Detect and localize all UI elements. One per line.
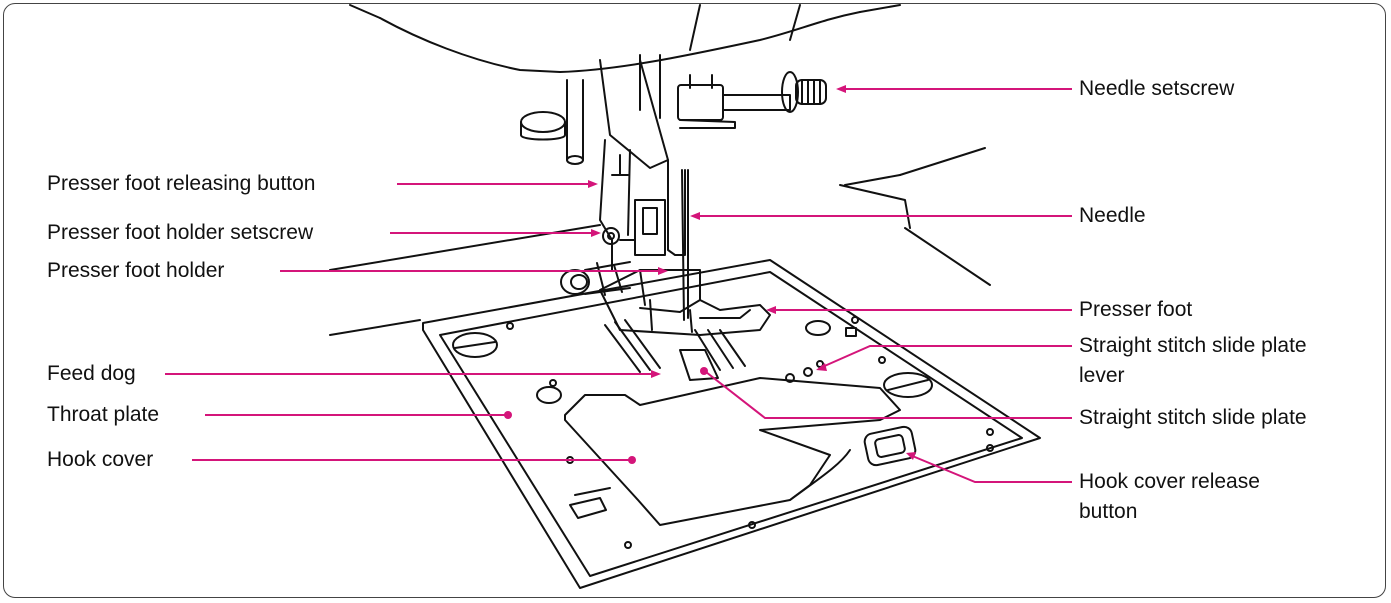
- label-hook-cover-release-button-line1: Hook cover release: [1079, 470, 1260, 493]
- label-presser-foot: Presser foot: [1079, 298, 1193, 321]
- leader-straight-stitch-slide-plate-lever: [819, 345, 1072, 369]
- machine-bed: [329, 147, 991, 336]
- figure-frame: [3, 3, 1386, 598]
- machine-head: [349, 4, 901, 73]
- label-straight-stitch-slide-plate-lever-line1: Straight stitch slide plate: [1079, 334, 1307, 357]
- label-presser-foot-releasing-button: Presser foot releasing button: [47, 172, 316, 195]
- label-hook-cover-release-button-line2: button: [1079, 500, 1138, 523]
- label-straight-stitch-slide-plate: Straight stitch slide plate: [1079, 406, 1307, 429]
- label-feed-dog: Feed dog: [47, 362, 136, 385]
- leader-hook-cover-release-button: [909, 454, 1072, 483]
- leader-straight-stitch-slide-plate: [705, 371, 1072, 419]
- label-needle: Needle: [1079, 204, 1146, 227]
- leader-lines: [165, 85, 1072, 483]
- label-presser-foot-holder: Presser foot holder: [47, 259, 225, 282]
- label-presser-foot-holder-setscrew: Presser foot holder setscrew: [47, 221, 314, 244]
- thread-guide: [520, 79, 584, 165]
- label-throat-plate: Throat plate: [47, 403, 160, 426]
- needle-bar: [599, 54, 827, 169]
- throat-plate-drawing: [422, 259, 1041, 589]
- label-hook-cover: Hook cover: [47, 448, 154, 471]
- label-straight-stitch-slide-plate-lever-line2: lever: [1079, 364, 1125, 387]
- label-needle-setscrew: Needle setscrew: [1079, 77, 1235, 100]
